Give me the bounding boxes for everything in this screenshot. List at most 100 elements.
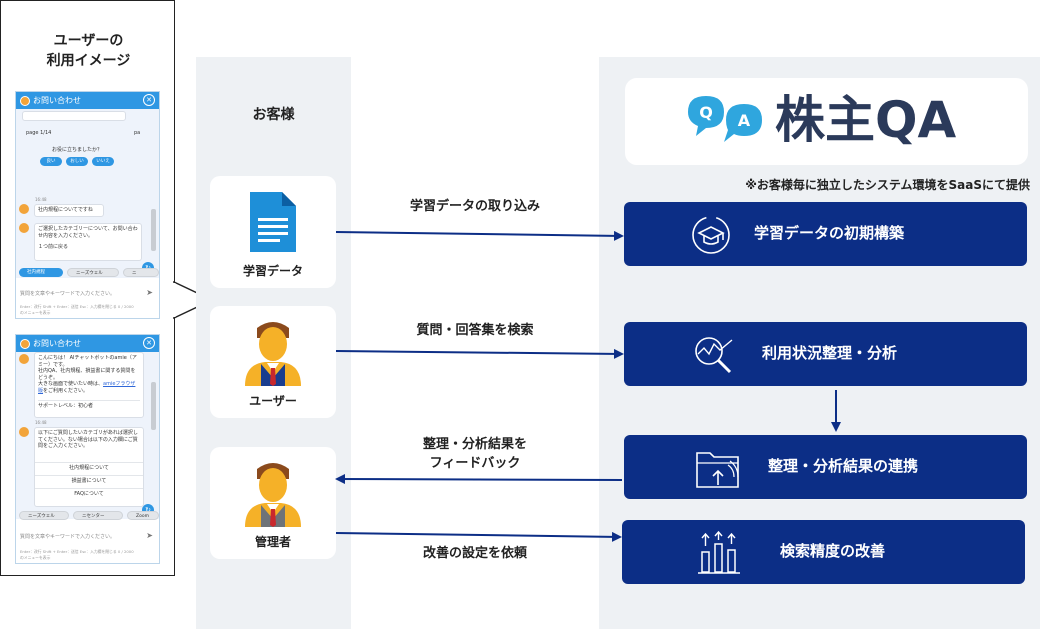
scrollbar[interactable] — [151, 209, 156, 251]
good-button[interactable]: 良い — [40, 157, 62, 166]
close-enough-button[interactable]: おしい — [66, 157, 88, 166]
tag-chip-2[interactable]: ニセンター — [73, 511, 123, 520]
bar-chart-up-icon — [698, 530, 740, 574]
tag-chip-2[interactable]: ニーズウェル — [67, 268, 119, 277]
chat-footer-hint: Enter：改行 Shift + Enter：送信 Esc：入力欄を閉じる 0 … — [20, 549, 134, 554]
category-option-1[interactable]: 社内規程について — [35, 462, 143, 472]
category-select-message: 以下にご質問したいカテゴリがあれば選択してください。ない場合は以下の入力欄にご質… — [34, 427, 144, 507]
graduation-cap-icon — [692, 216, 730, 254]
function-improvement: 検索精度の改善 — [622, 520, 1025, 584]
saas-note: ※お客様毎に独立したシステム環境をSaaSにて提供 — [745, 178, 1030, 192]
learning-data-card: 学習データ — [210, 176, 336, 288]
qa-bubble-logo-icon: Q A — [688, 96, 762, 142]
close-icon[interactable]: ✕ — [143, 337, 155, 349]
flow-feedback-line1: 整理・分析結果を — [422, 437, 527, 452]
close-icon[interactable]: ✕ — [143, 94, 155, 106]
category-option-3[interactable]: FAQについて — [35, 488, 143, 498]
arrow-feedback — [335, 474, 623, 485]
admin-label: 管理者 — [254, 535, 291, 549]
product-logo-text: 株主QA — [775, 91, 957, 149]
arrow-search — [335, 348, 624, 359]
chat-footer-menu: のメニューを表示 — [20, 555, 51, 560]
chatbot-avatar-icon — [20, 95, 30, 106]
bot-intro-line4: をご利用ください。 — [43, 387, 89, 394]
user-person-icon — [245, 322, 301, 386]
customer-title: お客様 — [252, 107, 295, 123]
function-analysis-label: 利用状況整理・分析 — [762, 344, 898, 362]
user-panel-title: ユーザーの 利用イメージ — [1, 31, 176, 71]
send-icon[interactable]: ➤ — [146, 288, 153, 297]
back-link[interactable]: １つ前に戻る — [38, 244, 69, 250]
logo-a-letter: A — [738, 111, 751, 130]
bot-avatar-icon — [19, 223, 29, 233]
bot-avatar-icon — [19, 427, 29, 437]
send-icon[interactable]: ➤ — [146, 531, 153, 540]
user-avatar-icon — [19, 204, 29, 214]
arrow-import — [335, 230, 624, 241]
page-indicator: page 1/14 — [26, 130, 52, 136]
chat-input[interactable]: 質問を文章やキーワードで入力ください。 — [20, 534, 116, 540]
folder-upload-icon — [696, 452, 739, 488]
function-initial-build-label: 学習データの初期構築 — [754, 224, 905, 242]
chat-window-2: お問い合わせ ✕ こんにちは！ AIチャットボットのamie（アミー）です。 社… — [15, 334, 160, 564]
chat-footer-menu: のメニューを表示 — [20, 310, 51, 315]
bot-avatar-icon — [19, 354, 29, 364]
chat-body: こんにちは！ AIチャットボットのamie（アミー）です。 社内QA、社内規程、… — [16, 352, 159, 519]
no-button[interactable]: いいえ — [92, 157, 114, 166]
chat-header-title: お問い合わせ — [33, 96, 81, 105]
chat-input[interactable]: 質問を文章やキーワードで入力ください。 — [20, 291, 116, 297]
magnifier-chart-icon — [695, 337, 733, 374]
admin-card: 管理者 — [210, 447, 336, 559]
logo-q-letter: Q — [699, 103, 713, 122]
chatbot-avatar-icon — [20, 338, 30, 349]
bot-intro-line3: 大きな画面で使いたい時は、 — [38, 381, 104, 387]
chat-window-1: お問い合わせ ✕ page 1/14 pa お役に立ちましたか？ 良い おしい … — [15, 91, 160, 319]
user-message: 社内規程についてですね — [34, 204, 104, 217]
chat-header-title: お問い合わせ — [33, 339, 81, 348]
prev-answer-bubble — [22, 111, 126, 121]
chat-header: お問い合わせ ✕ — [16, 92, 159, 109]
user-panel-title-line1: ユーザーの — [53, 33, 124, 49]
bot-intro-line2: 社内QA、社内規程、損益書に関する質問をどうぞ。 — [38, 368, 136, 381]
function-integration-label: 整理・分析結果の連携 — [768, 457, 919, 475]
document-icon — [250, 192, 296, 252]
bot-message: ご選択したカテゴリーについて、お問い合わせ内容を入力ください。 １つ前に戻る — [34, 223, 142, 261]
tag-chip-1[interactable]: 社内規程 — [19, 268, 63, 277]
function-initial-build: 学習データの初期構築 — [624, 202, 1027, 266]
arrow-request — [335, 531, 622, 542]
function-improvement-label: 検索精度の改善 — [780, 542, 886, 560]
chat-header: お問い合わせ ✕ — [16, 335, 159, 352]
tag-chip-3[interactable]: ニ — [123, 268, 159, 277]
feedback-question: お役に立ちましたか？ — [52, 147, 103, 153]
bot-message-text: ご選択したカテゴリーについて、お問い合わせ内容を入力ください。 — [38, 226, 138, 239]
browser-version-link[interactable]: amieフラウザ版 — [38, 381, 136, 394]
chat-footer-hint: Enter：改行 Shift + Enter：送信 Esc：入力欄を閉じる 0 … — [20, 304, 134, 309]
user-image-panel: ユーザーの 利用イメージ お問い合わせ ✕ page 1/14 pa お役に立ち… — [0, 0, 175, 576]
scrollbar[interactable] — [151, 382, 156, 430]
user-label: ユーザー — [249, 394, 297, 408]
category-option-2[interactable]: 損益書について — [35, 475, 143, 485]
support-level: サポートレベル：初心者 — [38, 400, 140, 410]
bot-intro-line1: こんにちは！ AIチャットボットのamie（アミー）です。 — [38, 355, 137, 368]
chat-body: page 1/14 pa お役に立ちましたか？ 良い おしい いいえ 16:48… — [16, 109, 159, 278]
learning-data-label: 学習データ — [242, 264, 303, 278]
tag-chip-1[interactable]: ニーズウェル — [19, 511, 69, 520]
flow-request-label: 改善の設定を依頼 — [422, 546, 527, 561]
category-prompt: 以下にご質問したいカテゴリがあれば選択してください。ない場合は以下の入力欄にご質… — [38, 430, 138, 449]
timestamp: 16:48 — [35, 420, 47, 425]
flow-feedback-label: 整理・分析結果を フィードバック — [370, 435, 580, 473]
timestamp: 16:48 — [35, 197, 47, 202]
user-panel-title-line2: 利用イメージ — [46, 53, 131, 69]
flow-import-label: 学習データの取り込み — [409, 199, 540, 214]
tag-chip-3[interactable]: Zoom — [127, 511, 159, 520]
flow-feedback-line2: フィードバック — [429, 456, 521, 471]
bot-intro-message: こんにちは！ AIチャットボットのamie（アミー）です。 社内QA、社内規程、… — [34, 352, 144, 418]
user-card: ユーザー — [210, 306, 336, 418]
function-analysis: 利用状況整理・分析 — [624, 322, 1027, 386]
admin-person-icon — [245, 463, 301, 527]
callout-pointer — [172, 280, 214, 320]
function-integration: 整理・分析結果の連携 — [624, 435, 1027, 499]
page-indicator-next: pa — [134, 130, 141, 136]
